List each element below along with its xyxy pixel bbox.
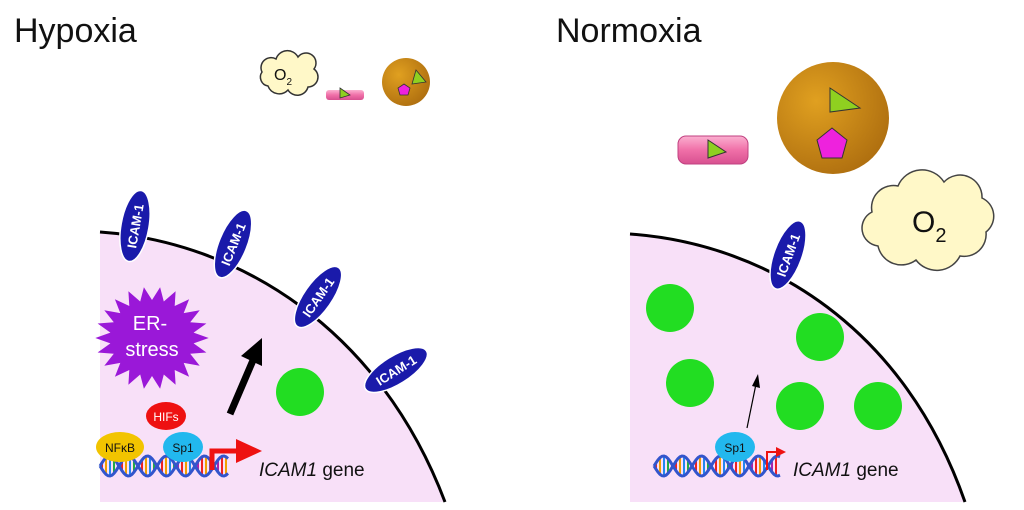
sp1-factor: Sp1: [163, 432, 203, 462]
hypoxia-gene-label: ICAM1 gene: [259, 460, 365, 481]
nfkb-factor: NFκB: [96, 432, 144, 462]
stress-label-line1: ER-: [133, 313, 167, 335]
svg-text:HIFs: HIFs: [153, 410, 178, 424]
cloud-icon: O2: [259, 49, 319, 96]
normoxia-promoter-arrow: [766, 447, 786, 470]
normoxia-gene-label: ICAM1 gene: [793, 460, 899, 481]
hif-factor: HIFs: [146, 402, 186, 430]
stress-label-line2: stress: [125, 339, 178, 361]
hypoxia-panel: Hypoxia ICAM-1 ICAM-1 ICAM-1 ICAM-1 ER- …: [14, 12, 447, 503]
dna-helix-icon: [652, 454, 781, 478]
normoxia-title: Normoxia: [556, 12, 702, 50]
sp1-factor: Sp1: [715, 432, 755, 462]
svg-text:Sp1: Sp1: [172, 441, 194, 455]
stress-burst-icon: ER- stress: [95, 287, 209, 389]
hypoxia-upregulation-arrow: [226, 338, 262, 416]
normoxia-cell: [630, 234, 965, 502]
normoxia-granule: [666, 359, 714, 407]
svg-text:Sp1: Sp1: [724, 441, 746, 455]
pentagon-icon: [397, 83, 411, 96]
normoxia-granule: [646, 284, 694, 332]
normoxia-granule: [854, 382, 902, 430]
tube-icon: [677, 135, 749, 165]
tube-icon: [326, 87, 364, 100]
hypoxia-orange-body: [382, 58, 430, 106]
normoxia-upregulation-arrow: [746, 374, 760, 429]
hypoxia-promoter-arrow: [209, 439, 262, 470]
hypoxia-icam-2: ICAM-1: [213, 209, 253, 279]
normoxia-granule: [776, 382, 824, 430]
normoxia-granule: [796, 313, 844, 361]
pentagon-icon: [816, 127, 848, 159]
normoxia-icam-1: ICAM-1: [769, 220, 807, 290]
triangle-icon: [829, 87, 862, 113]
dna-helix-icon: [98, 454, 230, 478]
normoxia-cell-membrane: [629, 232, 967, 503]
cloud-icon: O2: [861, 169, 995, 272]
triangle-icon: [339, 87, 351, 99]
hypoxia-granule: [276, 368, 324, 416]
svg-text:NFκB: NFκB: [105, 441, 135, 455]
hypoxia-title: Hypoxia: [14, 12, 137, 50]
triangle-icon: [707, 139, 728, 159]
normoxia-panel: Normoxia ICAM-1 Sp1 ICAM1 gen: [556, 12, 995, 503]
hypoxia-icam-1: ICAM-1: [119, 189, 151, 263]
hypoxia-o2-label: O2: [274, 67, 292, 88]
normoxia-orange-body: [777, 62, 889, 174]
triangle-icon: [411, 69, 427, 85]
normoxia-o2-label: O2: [912, 206, 946, 247]
